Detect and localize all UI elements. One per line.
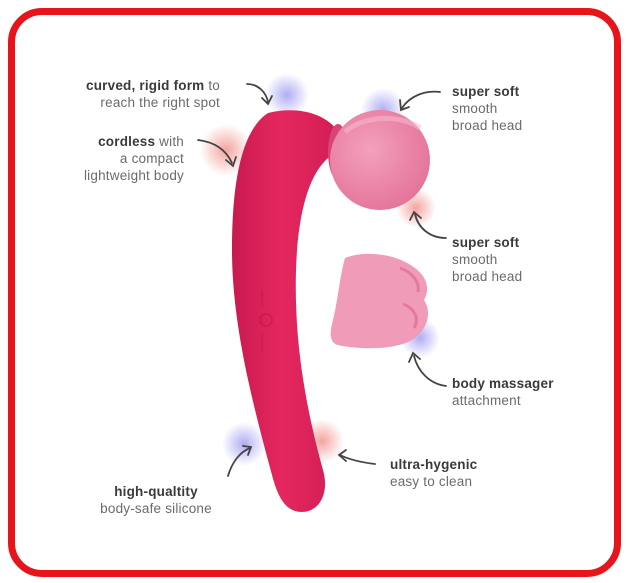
callout-line: attachment (452, 393, 521, 408)
massager-attachment-icon (330, 253, 428, 349)
callout-line: smooth (452, 252, 498, 267)
curved-arrow-icon (337, 449, 376, 465)
wand-massager-icon (232, 110, 343, 512)
callout-curved-form: curved, rigid form to reach the right sp… (60, 77, 220, 111)
curved-arrow-icon (197, 139, 237, 168)
callout-cordless: cordless with a compact lightweight body (64, 133, 184, 184)
curved-arrow-icon (409, 210, 447, 239)
curved-arrow-icon (246, 83, 273, 106)
glow-highlights (200, 73, 440, 466)
callout-line: body-safe silicone (100, 501, 212, 516)
callout-line: smooth (452, 101, 498, 116)
callout-line: broad head (452, 118, 523, 133)
callout-line: reach the right spot (100, 95, 220, 110)
callout-line: broad head (452, 269, 523, 284)
device-logo-icon (259, 290, 273, 352)
curved-arrow-icon (399, 90, 441, 112)
curved-arrow-icon (408, 351, 447, 387)
callout-high-quality: high-qualtity body-safe silicone (76, 483, 236, 517)
round-head-icon (330, 110, 430, 210)
callout-bold: cordless (98, 134, 156, 149)
callout-bold: super soft (452, 84, 520, 99)
callout-soft-head-1: super soft smooth broad head (452, 83, 522, 134)
callout-body-massager: body massager attachment (452, 375, 554, 409)
callout-soft-head-2: super soft smooth broad head (452, 234, 522, 285)
callout-ultra-hygenic: ultra-hygenic easy to clean (390, 456, 477, 490)
callout-bold: high-qualtity (114, 484, 198, 499)
callout-line: lightweight body (83, 168, 184, 183)
callout-line: a compact (119, 151, 184, 166)
callout-line: easy to clean (390, 474, 473, 489)
callout-tail: to (204, 78, 220, 93)
callout-bold: super soft (452, 235, 520, 250)
callout-tail: with (155, 134, 184, 149)
callout-bold: ultra-hygenic (390, 457, 478, 472)
callout-bold: curved, rigid form (86, 78, 205, 93)
curved-arrow-icon (227, 445, 253, 477)
callout-bold: body massager (452, 376, 554, 391)
